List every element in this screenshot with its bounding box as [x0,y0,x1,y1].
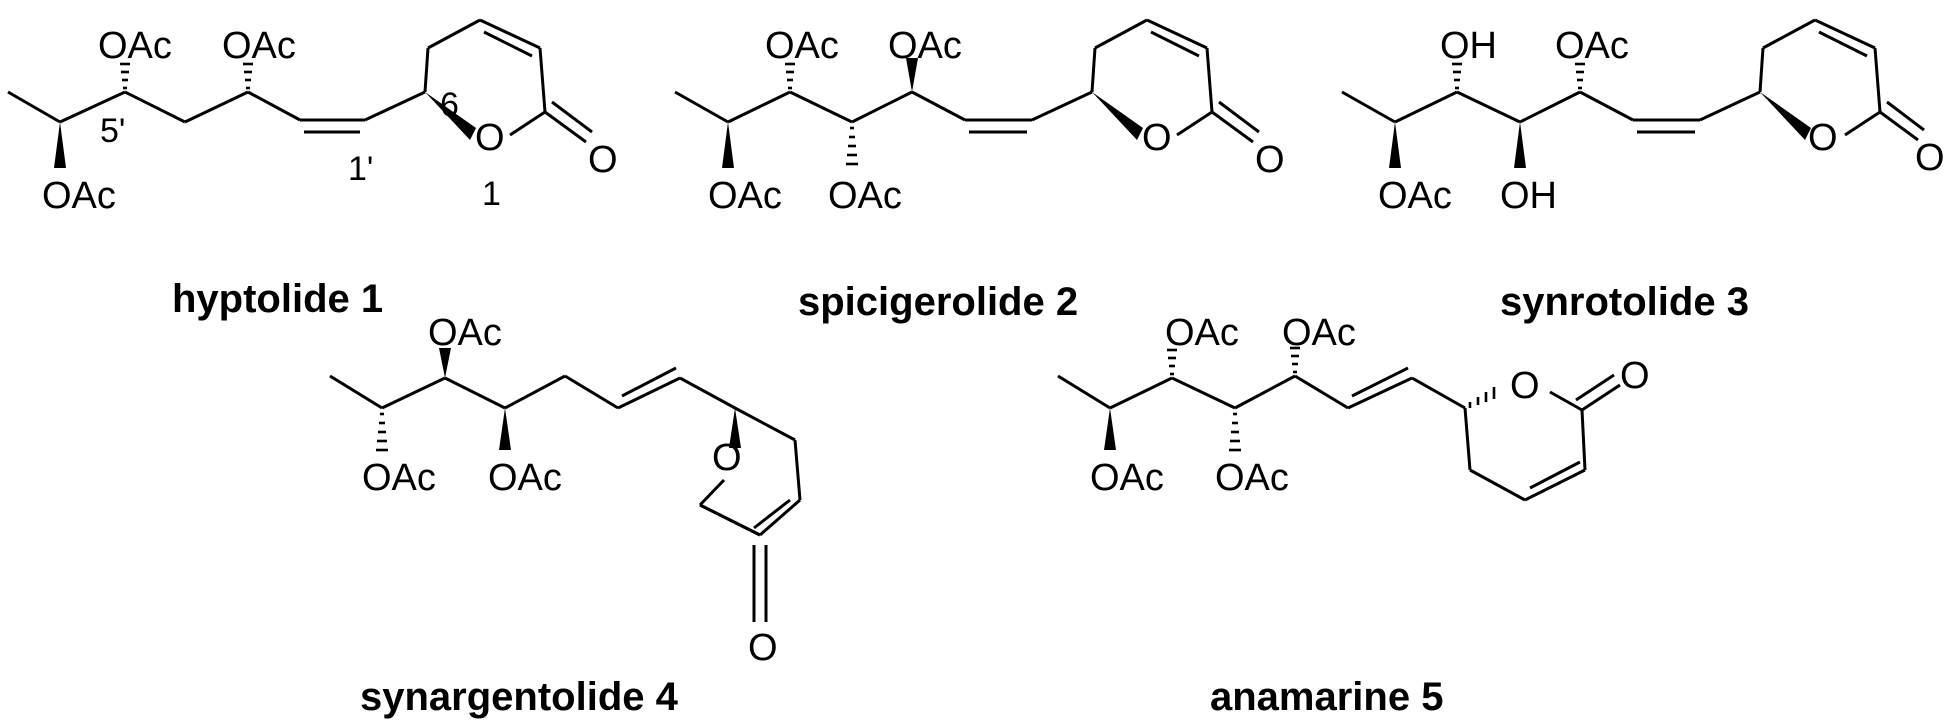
oac-label: OAc [1165,312,1239,354]
carbonyl-oxygen: O [1255,139,1285,181]
hash-bond [1290,346,1300,374]
hash-bond [1229,412,1241,452]
carbonyl-oxygen: O [588,139,618,181]
synargentolide-carbonyl: O [699,503,778,669]
ring-oxygen: O [712,437,742,479]
hash-bond [1468,387,1496,408]
hash-bond [243,62,253,90]
hash-bond [846,126,858,166]
locant-6: 6 [440,86,459,124]
ring-oxygen: O [1510,365,1540,407]
locant-5prime: 5' [100,112,125,150]
ring-oxygen: O [1142,117,1172,159]
compound-name: hyptolide 1 [172,277,383,321]
structure-spicigerolide-2: OAc OAc OAc OAc O O spicigerolide 2 [674,18,1285,324]
structure-synargentolide-4: OAc OAc OAc O synargentolide 4 [329,312,802,719]
oac-label: OAc [222,25,296,67]
oac-label: OAc [1282,312,1356,354]
oac-label: OAc [428,312,502,354]
carbonyl-oxygen: O [748,627,778,669]
carbonyl-oxygen: O [1620,355,1650,397]
locant-1: 1 [482,175,501,213]
oh-label: OH [1440,25,1497,67]
oac-label: OAc [1555,25,1629,67]
compound-name: spicigerolide 2 [798,280,1078,324]
oac-label: OAc [362,457,436,499]
hash-bond [376,412,388,452]
oh-label: OH [1500,175,1557,217]
structure-synrotolide-3: OH OAc OAc OH O O synrotolide 3 [1341,18,1945,324]
oac-label: OAc [828,175,902,217]
hash-bond [120,62,130,90]
oac-label: OAc [42,175,116,217]
compound-name: synrotolide 3 [1500,280,1749,324]
oac-label: OAc [1090,457,1164,499]
oac-label: OAc [765,25,839,67]
ring-oxygen: O [475,117,505,159]
locant-1prime: 1' [348,150,373,188]
compound-name: anamarine 5 [1210,675,1443,719]
hash-bond [1575,62,1585,90]
oac-label: OAc [888,25,962,67]
structure-hyptolide-1: OAc OAc OAc O O 5' 1' 6 1 hyptolide 1 [7,18,618,321]
carbonyl-oxygen: O [1915,137,1945,179]
oac-label: OAc [488,457,562,499]
oac-label: OAc [98,25,172,67]
hash-bond [1167,348,1177,376]
hash-bond [1452,62,1462,90]
oac-label: OAc [708,175,782,217]
compound-name: synargentolide 4 [360,675,679,719]
hash-bond [785,62,795,90]
oac-label: OAc [1378,175,1452,217]
oac-label: OAc [1215,457,1289,499]
structure-anamarine-5: OAc OAc OAc OAc O O anamarine 5 [1057,312,1650,719]
ring-oxygen: O [1808,117,1838,159]
